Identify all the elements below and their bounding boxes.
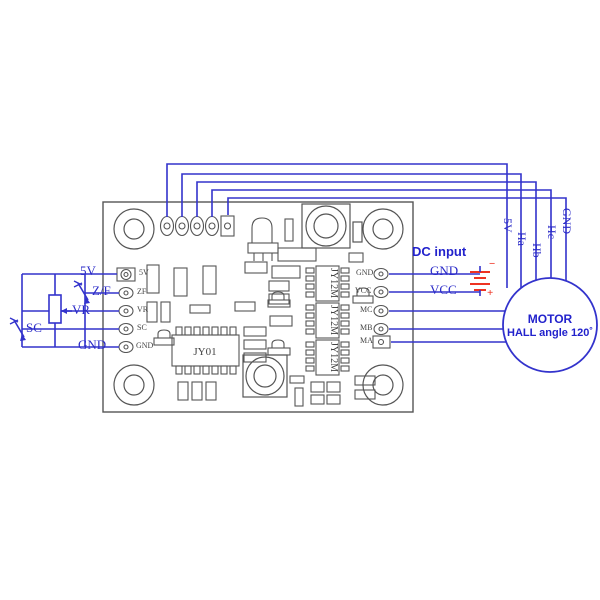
ic-jy01	[171, 326, 240, 375]
inductor-components	[242, 203, 363, 398]
left-wire-label-5v: 5V	[80, 263, 96, 278]
transistor-package	[247, 217, 294, 261]
hall-label-hb: Hb	[530, 243, 544, 258]
left-control-circuit	[9, 273, 119, 348]
wiper-arrow	[61, 308, 67, 314]
pad-label-mc: MC	[360, 305, 373, 314]
ic-driver-group	[305, 265, 350, 376]
hall-label-hc: Hc	[545, 225, 559, 239]
dc-and-motor-wires	[389, 266, 508, 343]
motor-label-line1: MOTOR	[527, 312, 573, 326]
pad-label-mb: MB	[360, 323, 373, 332]
hall-wire-5v	[166, 163, 508, 288]
motor-label-line2: HALL angle 120˚	[507, 327, 593, 339]
pad-label-5v: 5V	[139, 268, 149, 277]
dc-input-heading: DC input	[412, 244, 467, 259]
hall-label-5v: 5V	[501, 218, 515, 233]
left-wire-label-sc: SC	[26, 320, 42, 335]
battery-minus-label: −	[489, 258, 496, 270]
ic-driver-label-3: JY12M	[328, 342, 339, 372]
ic-jy01-label: JY01	[193, 346, 216, 358]
hall-wire-hc	[211, 189, 552, 286]
left-wire-label-vr: VR	[72, 302, 91, 317]
left-wire-label-zf: Z/F	[92, 283, 111, 298]
left-wire-label-gnd: GND	[78, 337, 107, 352]
hall-label-ha: Ha	[515, 232, 529, 246]
hall-header-pads	[159, 215, 235, 237]
ic-driver-label-1: JY12M	[328, 268, 339, 298]
potentiometer-body	[48, 294, 62, 324]
hall-wire-gnd	[227, 197, 567, 291]
dc-gnd-label: GND	[430, 263, 459, 278]
pad-label-gnd: GND	[136, 341, 154, 350]
hall-label-gnd: GND	[560, 208, 574, 234]
switch-sc-lever	[13, 319, 25, 338]
battery-plus-label: +	[487, 287, 494, 299]
pad-label-dc-gnd: GND	[356, 268, 374, 277]
hall-wire-hb	[196, 181, 537, 286]
pcb-board: JY01 JY12M JY12M	[102, 201, 414, 413]
ic-driver-label-2: JY12M	[328, 305, 339, 335]
switch-zf-lever	[77, 282, 89, 301]
board-outline	[102, 201, 414, 413]
smd-components	[146, 247, 376, 407]
pad-label-ma: MA	[360, 336, 373, 345]
pad-label-dc-vcc: VCC	[355, 286, 372, 295]
pad-label-vr: VR	[137, 305, 149, 314]
hall-sensor-wires	[166, 163, 567, 292]
dc-vcc-label: VCC	[430, 282, 457, 297]
pad-label-zf: ZF	[137, 287, 147, 296]
motor-body	[502, 277, 598, 373]
hall-wire-ha	[181, 173, 522, 292]
right-pad-group	[372, 267, 391, 349]
pad-label-sc: SC	[137, 323, 147, 332]
